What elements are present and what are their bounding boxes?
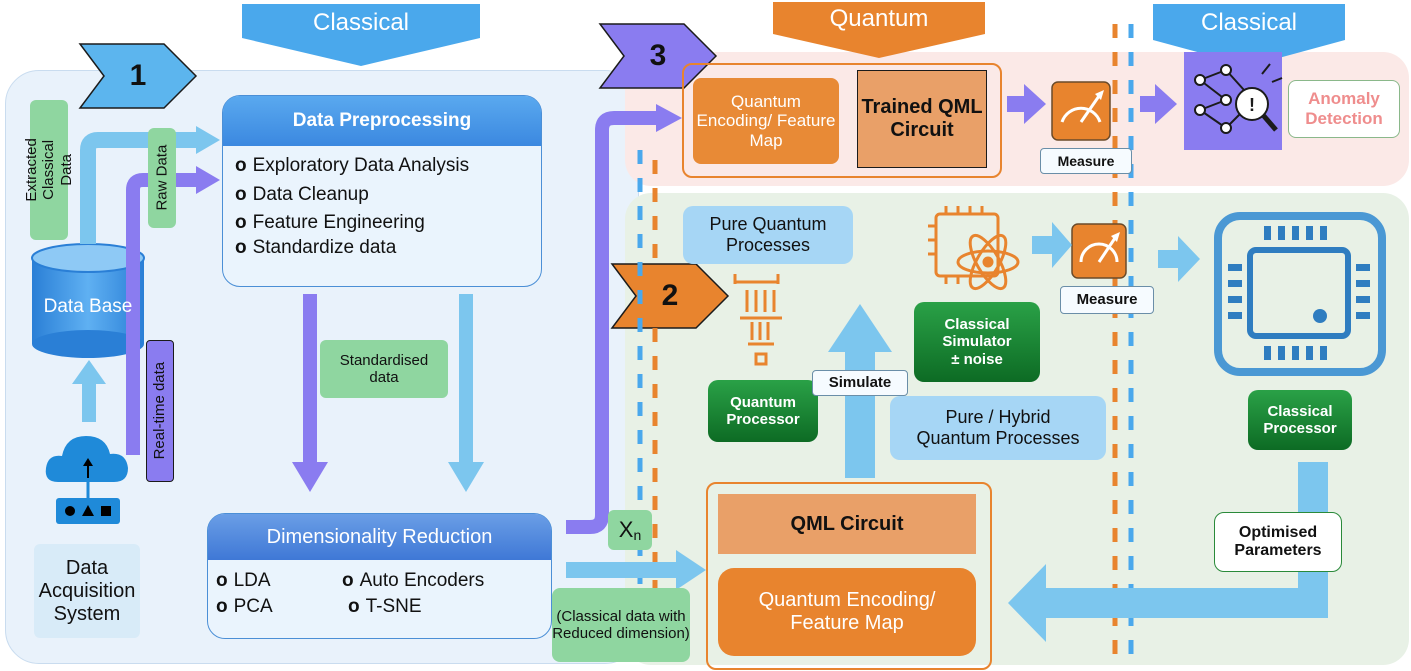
pure-hybrid-quantum-processes: Pure / Hybrid Quantum Processes: [890, 396, 1106, 460]
quantum-processor: Quantum Processor: [708, 380, 818, 442]
quantum-chip-icon: [733, 274, 782, 366]
measure-bottom: Measure: [1060, 286, 1154, 314]
real-time-data-label: Real-time data: [146, 340, 174, 482]
simulate-label: Simulate: [812, 370, 908, 396]
cpu-chip-icon: [1214, 212, 1386, 376]
trained-qml-circuit: Trained QML Circuit: [857, 70, 987, 168]
data-preprocessing-title: Data Preprocessing: [223, 96, 541, 146]
quantum-header-shape: [773, 2, 985, 58]
classical-processor: Classical Processor: [1248, 390, 1352, 450]
atom-chip-icon: [928, 206, 1020, 291]
gauge-icon-bottom: [1071, 223, 1127, 279]
step-1-number: 1: [129, 58, 147, 92]
anomaly-detection-label: Anomaly Detection: [1288, 80, 1400, 138]
classical-header-shape: [242, 4, 480, 66]
quantum-encoding-bottom: Quantum Encoding/ Feature Map: [718, 568, 976, 656]
qml-circuit-container: [706, 482, 992, 670]
step-2-tag: [610, 263, 730, 329]
neural-search-icon: !: [1184, 52, 1283, 150]
cloud-upload-icon: [45, 436, 128, 498]
quantum-encoding-top: Quantum Encoding/ Feature Map: [693, 78, 839, 164]
sensor-icon: [56, 498, 120, 524]
database-icon: [31, 243, 145, 358]
measure-top: Measure: [1040, 148, 1132, 174]
classical-simulator: Classical Simulator ± noise: [914, 302, 1040, 382]
trained-qml-container: [682, 63, 1002, 178]
reduced-dimension-note: (Classical data with Reduced dimension): [552, 588, 690, 662]
database-label: Data Base: [43, 296, 133, 318]
raw-data-label: Raw Data: [148, 128, 176, 228]
optimised-parameters: Optimised Parameters: [1214, 512, 1342, 572]
qml-circuit: QML Circuit: [718, 494, 976, 554]
extracted-classical-data-label: Extracted Classical Data: [23, 100, 75, 240]
dimensionality-reduction-title: Dimensionality Reduction: [208, 514, 551, 560]
header-quantum: Quantum: [829, 5, 929, 33]
pure-quantum-processes: Pure Quantum Processes: [683, 206, 853, 264]
step-2-number: 2: [661, 278, 679, 312]
standardised-data-label: Standardised data: [320, 340, 448, 398]
svg-text:!: !: [1249, 95, 1255, 115]
data-acquisition-system: Data Acquisition System: [34, 544, 140, 638]
step-1-tag: [78, 43, 198, 109]
header-classical-right: Classical: [1200, 9, 1298, 37]
gauge-icon-top: [1051, 81, 1111, 141]
step-3-number: 3: [649, 38, 667, 72]
classical-right-header-shape: [1153, 4, 1345, 66]
header-classical-left: Classical: [312, 9, 410, 37]
